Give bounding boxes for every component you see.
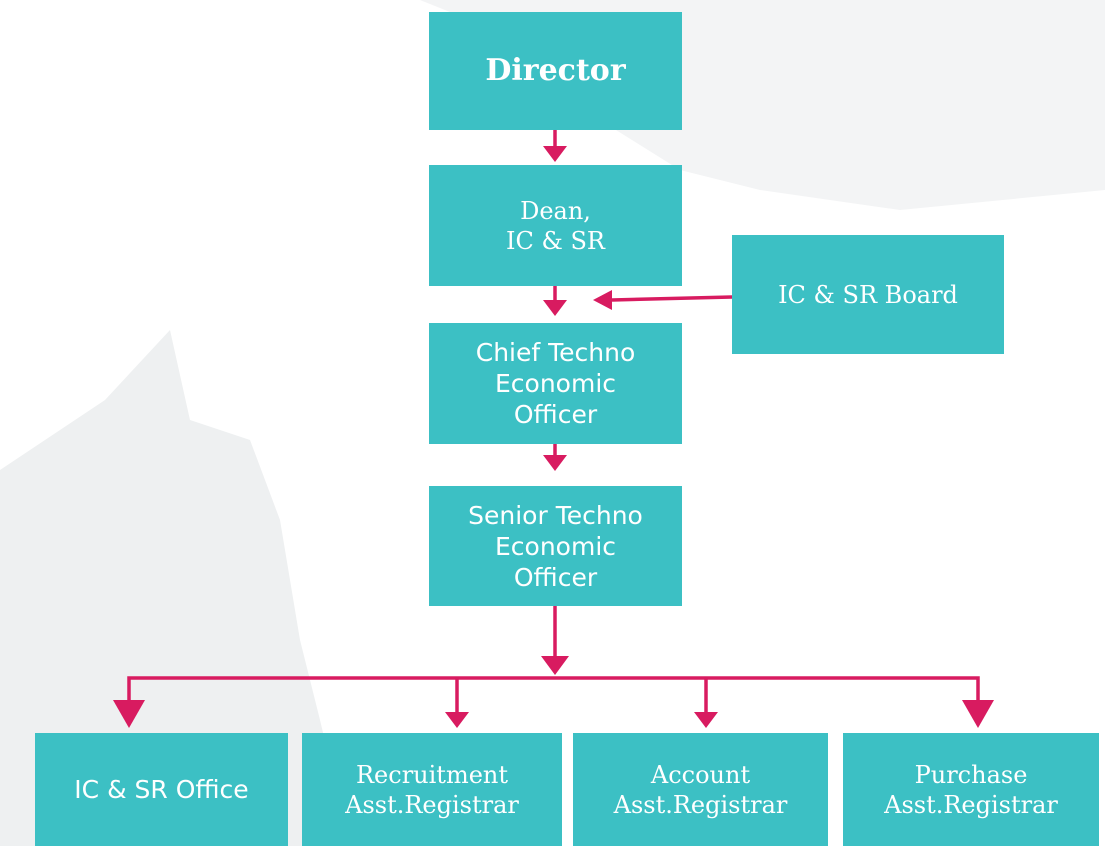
connector-branch-bus xyxy=(127,676,980,700)
purchase-line-1: Purchase xyxy=(914,760,1028,789)
director-box: Director xyxy=(429,12,682,130)
director-label: Director xyxy=(485,53,626,88)
office-box: IC & SR Office xyxy=(35,733,288,846)
arrowhead-account xyxy=(694,712,718,728)
arrowhead-branch xyxy=(541,656,569,675)
dean-label-line-2: IC & SR xyxy=(506,226,605,255)
office-label: IC & SR Office xyxy=(74,775,249,804)
dean-box: Dean, IC & SR xyxy=(429,165,682,286)
account-line-1: Account xyxy=(650,760,751,789)
arrowhead-dean xyxy=(543,146,567,162)
arrowhead-purchase xyxy=(962,700,994,728)
recruitment-line-1: Recruitment xyxy=(355,760,509,789)
account-line-2: Asst.Registrar xyxy=(613,790,788,819)
board-label: IC & SR Board xyxy=(778,280,958,309)
recruitment-box: Recruitment Asst.Registrar xyxy=(302,733,562,846)
arrowhead-board xyxy=(593,290,612,310)
chief-officer-line-3: Officer xyxy=(513,400,598,429)
senior-officer-line-3: Officer xyxy=(513,562,598,592)
arrowhead-office xyxy=(113,700,145,728)
senior-officer-line-2: Economic xyxy=(494,531,617,561)
purchase-line-2: Asst.Registrar xyxy=(884,790,1058,819)
arrowhead-chief xyxy=(543,300,567,316)
senior-officer-line-1: Senior Techno xyxy=(468,500,643,530)
dean-label-line-1: Dean, xyxy=(520,196,591,225)
arrowhead-recruitment xyxy=(445,712,469,728)
chief-officer-line-2: Economic xyxy=(494,369,617,398)
purchase-box: Purchase Asst.Registrar xyxy=(843,733,1099,846)
connector-board-chief xyxy=(611,295,733,302)
arrowhead-senior xyxy=(543,455,567,471)
chief-officer-line-1: Chief Techno xyxy=(475,338,636,367)
watermark-hand-shape xyxy=(0,330,350,846)
senior-officer-box: Senior Techno Economic Officer xyxy=(429,486,682,606)
chief-officer-box: Chief Techno Economic Officer xyxy=(429,323,682,444)
board-box: IC & SR Board xyxy=(732,235,1004,354)
account-box: Account Asst.Registrar xyxy=(573,733,828,846)
recruitment-line-2: Asst.Registrar xyxy=(345,790,519,819)
